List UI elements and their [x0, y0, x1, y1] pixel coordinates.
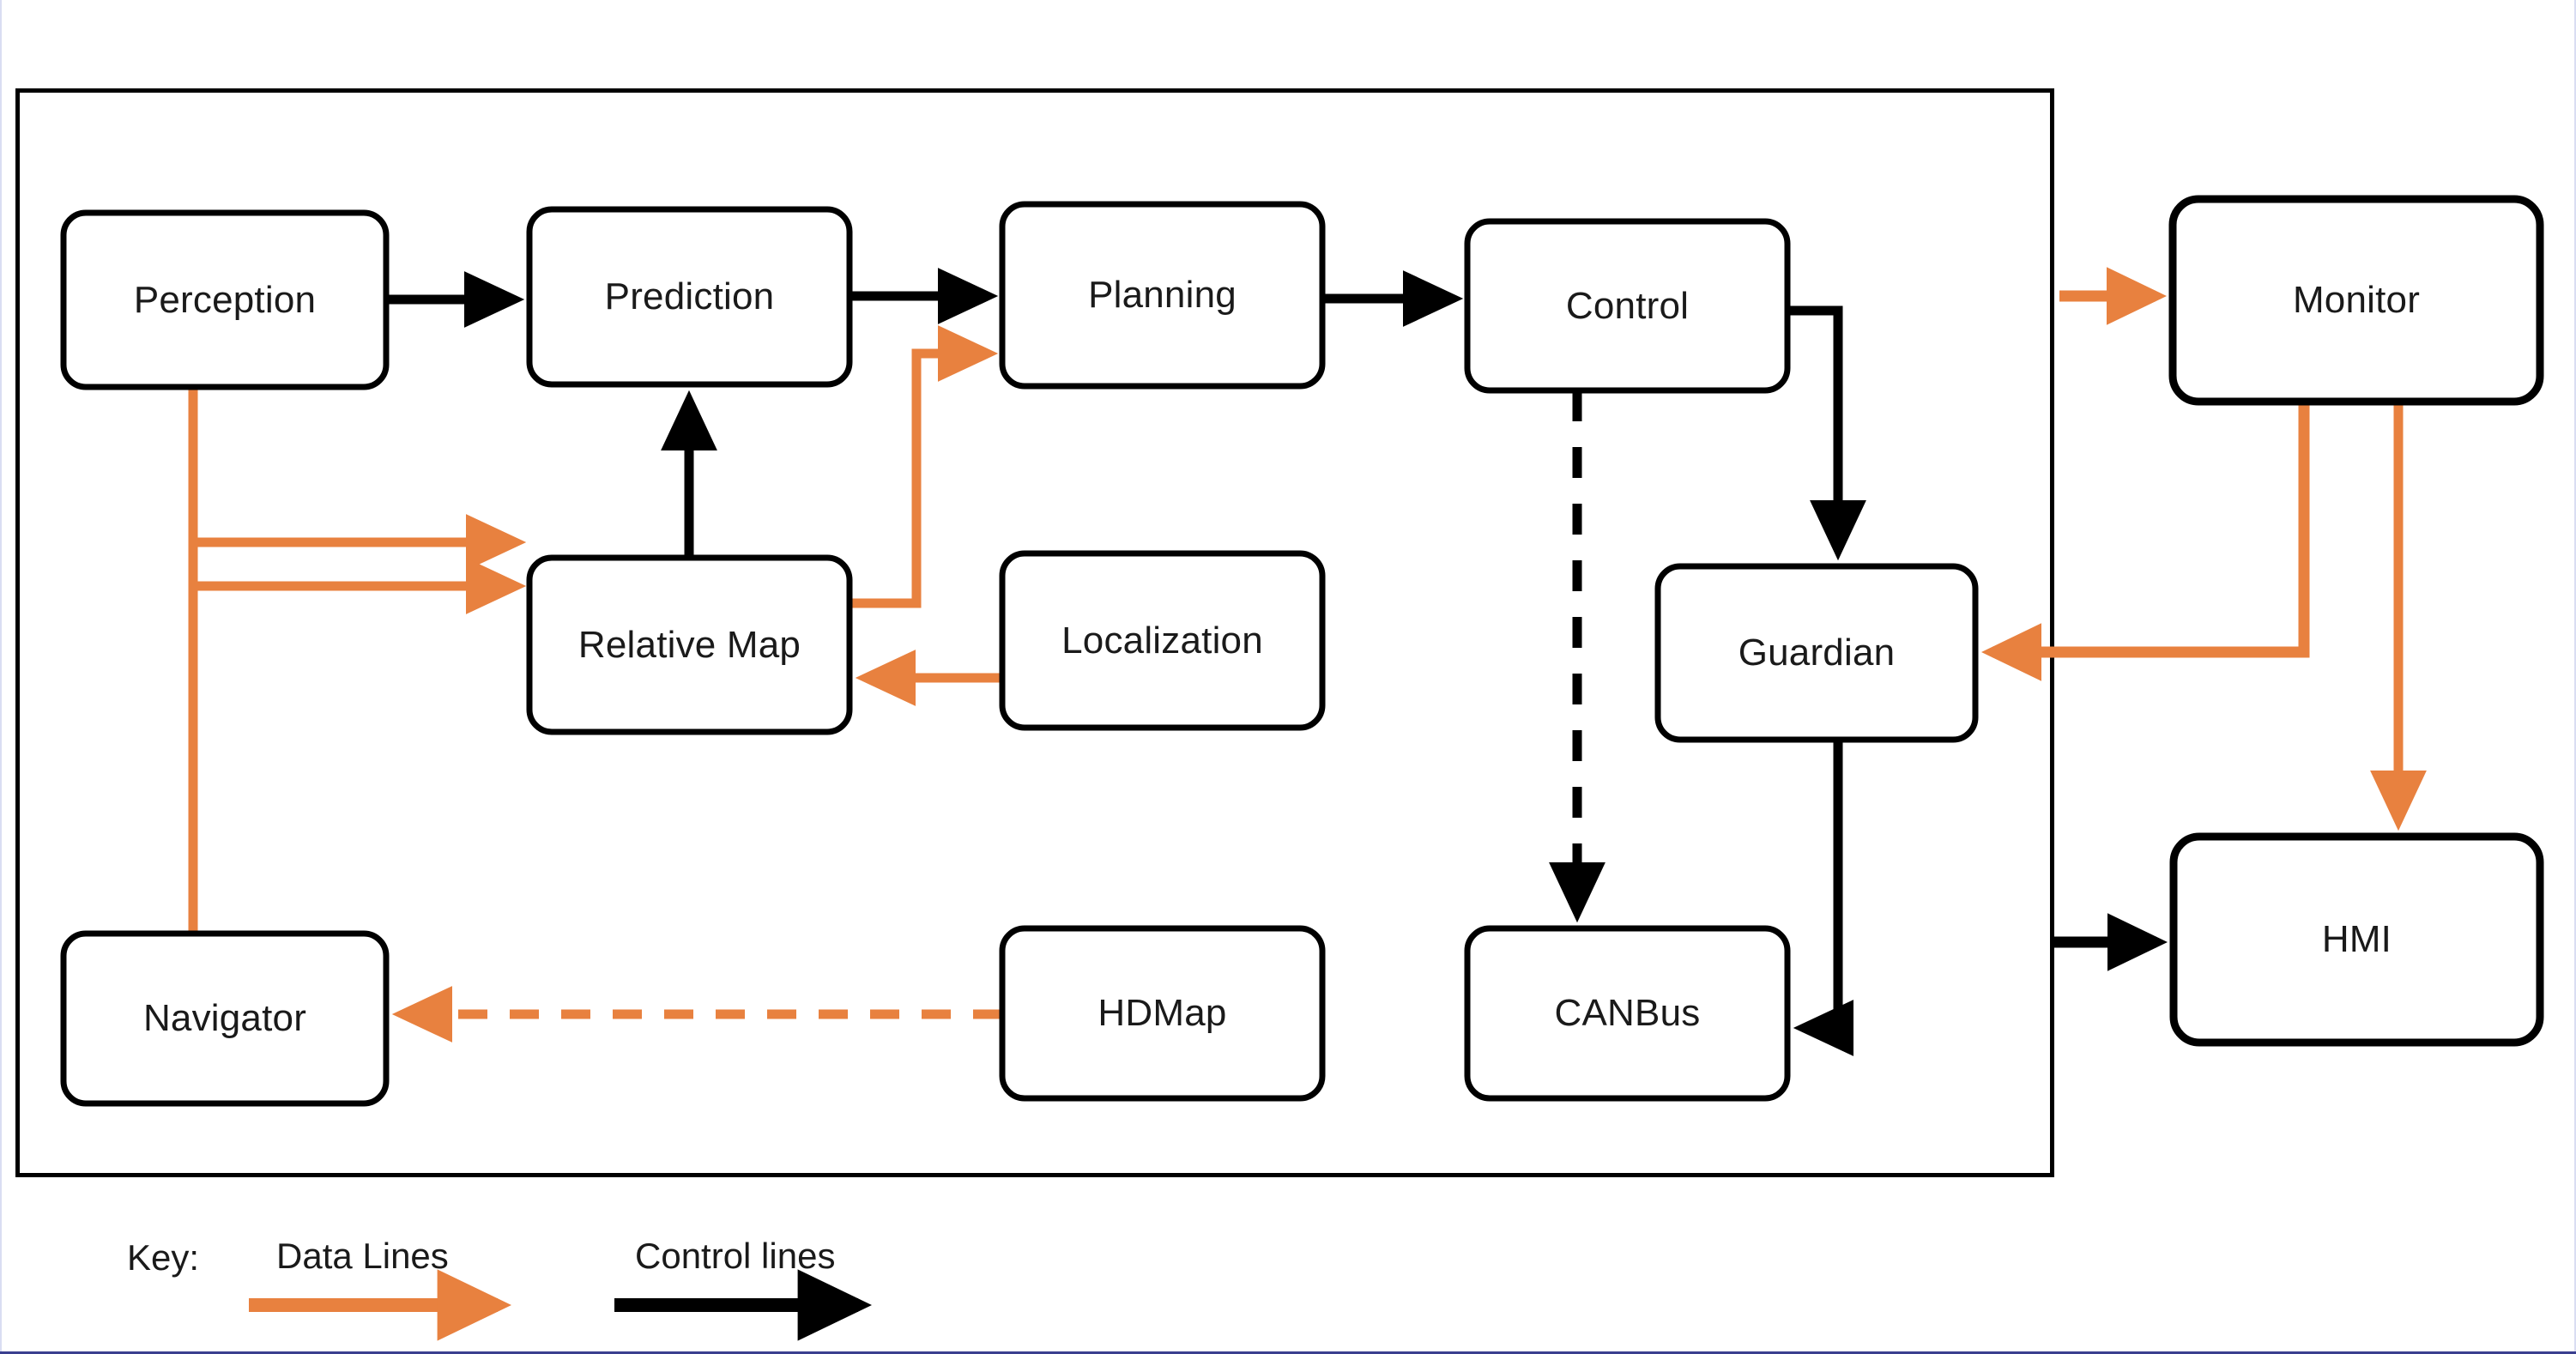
page-right-edge [2574, 0, 2576, 1354]
outer-frame [15, 88, 2054, 1177]
node-box-relative-map[interactable] [526, 554, 853, 735]
node-box-hmi[interactable] [2169, 832, 2544, 1047]
edge-monitor-to-guardian [1981, 402, 2310, 681]
node-box-planning[interactable] [999, 201, 1326, 390]
edge-control-to-guardian [1787, 305, 1867, 561]
node-box-navigator[interactable] [60, 930, 390, 1107]
node-box-hdmap[interactable] [999, 925, 1326, 1102]
legend-data-lines-label: Data Lines [276, 1236, 449, 1276]
node-box-control[interactable] [1464, 218, 1791, 394]
legend-control-lines-label: Control lines [635, 1236, 836, 1276]
edge-relative-map-to-planning [850, 324, 999, 608]
node-box-prediction[interactable] [526, 206, 853, 388]
node-boxes [60, 195, 2544, 1107]
page-bottom-edge [0, 1351, 2576, 1354]
page-left-edge [0, 0, 2, 1354]
edge-navigator-to-relative-map [188, 557, 527, 686]
node-box-monitor[interactable] [2168, 195, 2544, 406]
edge-guardian-to-canbus [1793, 740, 1854, 1057]
node-box-canbus[interactable] [1464, 925, 1791, 1102]
edge-perception-to-relative-map [188, 387, 527, 571]
legend-key-label: Key: [127, 1237, 200, 1278]
node-box-localization[interactable] [999, 550, 1326, 731]
node-box-guardian[interactable] [1654, 563, 1979, 743]
node-box-perception[interactable] [60, 209, 390, 390]
